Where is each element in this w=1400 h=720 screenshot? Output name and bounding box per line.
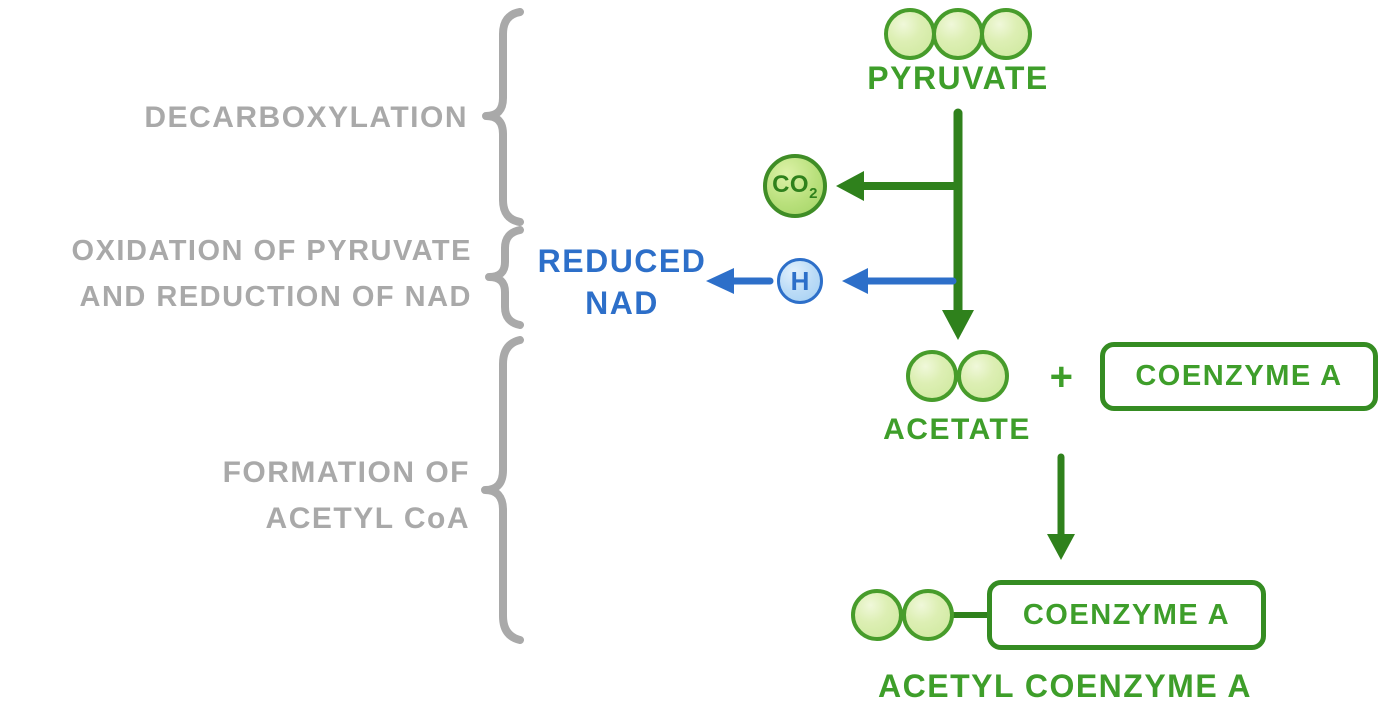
- co2-label: CO2: [772, 171, 818, 202]
- coenzyme-a-box-label: COENZYME A: [1135, 360, 1343, 392]
- stage-label-oxidation-line2: AND REDUCTION OF NAD: [79, 281, 472, 313]
- pyruvate-carbon-circle-3: [980, 8, 1032, 60]
- stage-label-oxidation: OXIDATION OF PYRUVATE AND REDUCTION OF N…: [8, 228, 472, 320]
- pyruvate-carbon-circle-2: [932, 8, 984, 60]
- acetyl-coenzyme-a-box: COENZYME A: [987, 580, 1266, 650]
- acetate-down-arrow-head: [1047, 534, 1075, 560]
- co2-molecule-circle: CO2: [763, 154, 827, 218]
- co2-label-main: CO: [772, 170, 810, 198]
- stage-label-decarboxylation: DECARBOXYLATION: [60, 95, 468, 141]
- stage-label-formation-line2: ACETYL CoA: [265, 502, 470, 535]
- co2-branch-arrow-head: [836, 171, 864, 201]
- stage-label-formation: FORMATION OF ACETYL CoA: [60, 450, 470, 542]
- brace-oxidation: [485, 226, 524, 329]
- stage-label-formation-line1: FORMATION OF: [222, 456, 470, 489]
- acetyl-carbon-circle-1: [851, 589, 903, 641]
- acetyl-coenzyme-a-label: ACETYL COENZYME A: [820, 668, 1310, 705]
- acetate-carbon-circle-1: [906, 350, 958, 402]
- coenzyme-a-box: COENZYME A: [1100, 342, 1378, 411]
- co2-label-sub: 2: [809, 184, 818, 202]
- pyruvate-carbon-circle-1: [884, 8, 936, 60]
- acetate-label: ACETATE: [847, 413, 1067, 447]
- pyruvate-label-text: PYRUVATE: [867, 60, 1049, 96]
- reduced-nad-label: REDUCED NAD: [512, 240, 732, 324]
- acetyl-carbon-circle-2: [902, 589, 954, 641]
- stage-label-oxidation-line1: OXIDATION OF PYRUVATE: [71, 235, 472, 267]
- hydrogen-circle: H: [777, 258, 823, 304]
- plus-sign-text: +: [1049, 355, 1075, 399]
- acetyl-coenzyme-a-box-label: COENZYME A: [1022, 598, 1231, 631]
- reduced-nad-line1: REDUCED: [537, 243, 707, 279]
- acetate-label-text: ACETATE: [883, 413, 1031, 446]
- acetyl-coenzyme-a-label-text: ACETYL COENZYME A: [878, 668, 1252, 704]
- pyruvate-down-arrow-head: [942, 310, 974, 340]
- h-branch-arrow-head: [842, 268, 868, 294]
- stage-label-decarboxylation-text: DECARBOXYLATION: [144, 101, 468, 134]
- brace-formation: [481, 336, 524, 644]
- plus-sign: +: [1040, 355, 1084, 400]
- acetate-carbon-circle-2: [957, 350, 1009, 402]
- brace-decarboxylation: [482, 8, 524, 226]
- nad-arrow-head: [706, 268, 734, 294]
- pyruvate-label: PYRUVATE: [838, 60, 1078, 97]
- reduced-nad-line2: NAD: [585, 285, 659, 321]
- hydrogen-label: H: [790, 265, 810, 296]
